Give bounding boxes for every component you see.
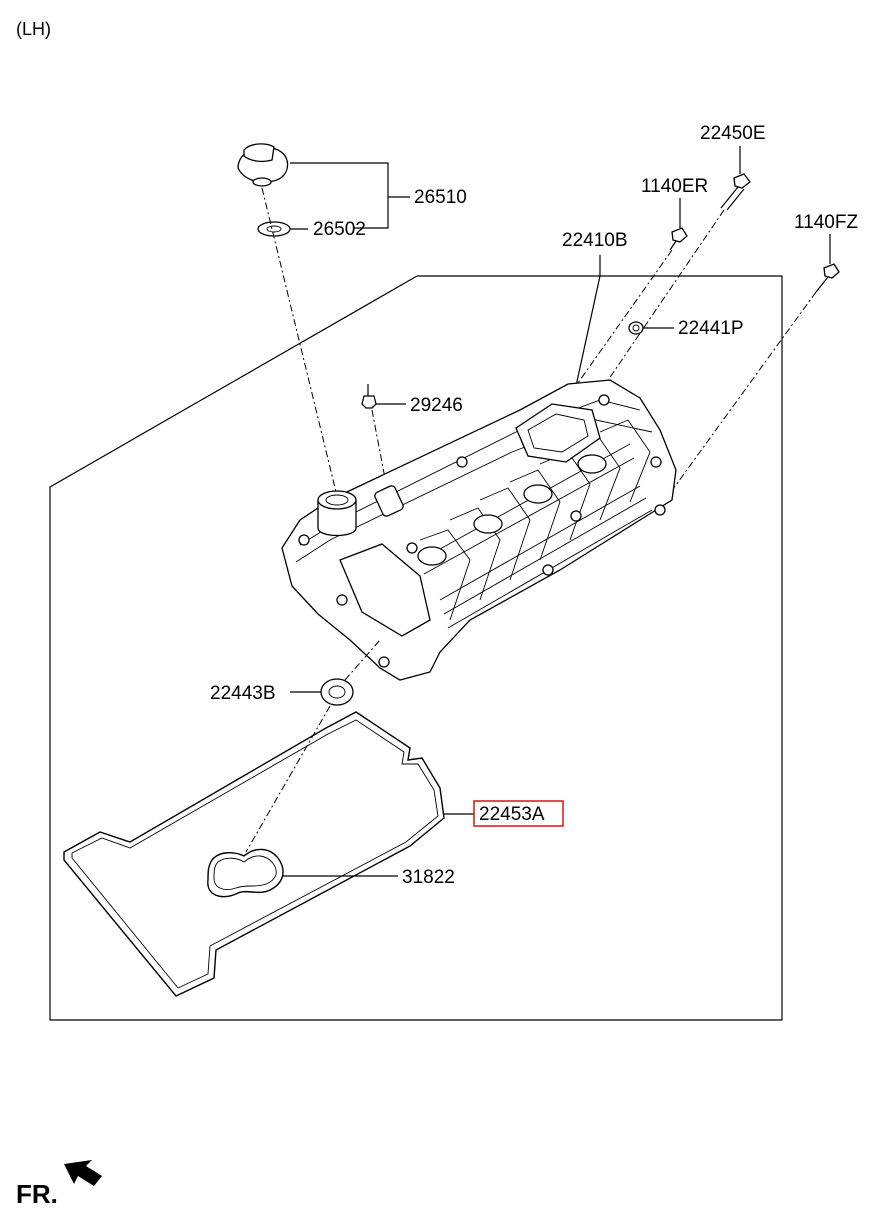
bolt-22450e[interactable]	[720, 173, 751, 211]
bolt-1140er[interactable]	[669, 227, 688, 251]
front-label: FR.	[16, 1179, 58, 1209]
part-label-22410b[interactable]: 22410B	[562, 230, 628, 251]
part-label-22441p[interactable]: 22441P	[678, 318, 744, 339]
head-cover-gasket[interactable]	[63, 711, 445, 997]
part-label-31822[interactable]: 31822	[402, 867, 455, 888]
filler-cap-gasket[interactable]	[257, 221, 291, 237]
seal-31822[interactable]	[207, 848, 284, 898]
front-arrow-icon	[64, 1160, 102, 1186]
part-label-22443b[interactable]: 22443B	[210, 683, 276, 704]
part-label-26502[interactable]: 26502	[313, 219, 366, 240]
grommet-22441p[interactable]	[628, 321, 644, 335]
part-label-1140er[interactable]: 1140ER	[641, 176, 708, 197]
assembly-frame	[49, 275, 783, 1021]
part-label-29246[interactable]: 29246	[410, 395, 463, 416]
part-label-22453a[interactable]: 22453A	[479, 804, 545, 825]
side-label: (LH)	[16, 19, 51, 39]
seal-22443b[interactable]	[320, 678, 354, 706]
highlight-box-22453a	[473, 800, 564, 827]
breather-fitting-29246[interactable]	[361, 384, 377, 409]
part-label-22450e[interactable]: 22450E	[700, 123, 766, 144]
part-label-1140fz[interactable]: 1140FZ	[794, 212, 858, 233]
part-label-26510[interactable]: 26510	[414, 187, 467, 208]
oil-filler-cap[interactable]	[237, 143, 289, 187]
cylinder-head-cover[interactable]	[281, 379, 677, 681]
bolt-1140fz[interactable]	[815, 263, 840, 293]
